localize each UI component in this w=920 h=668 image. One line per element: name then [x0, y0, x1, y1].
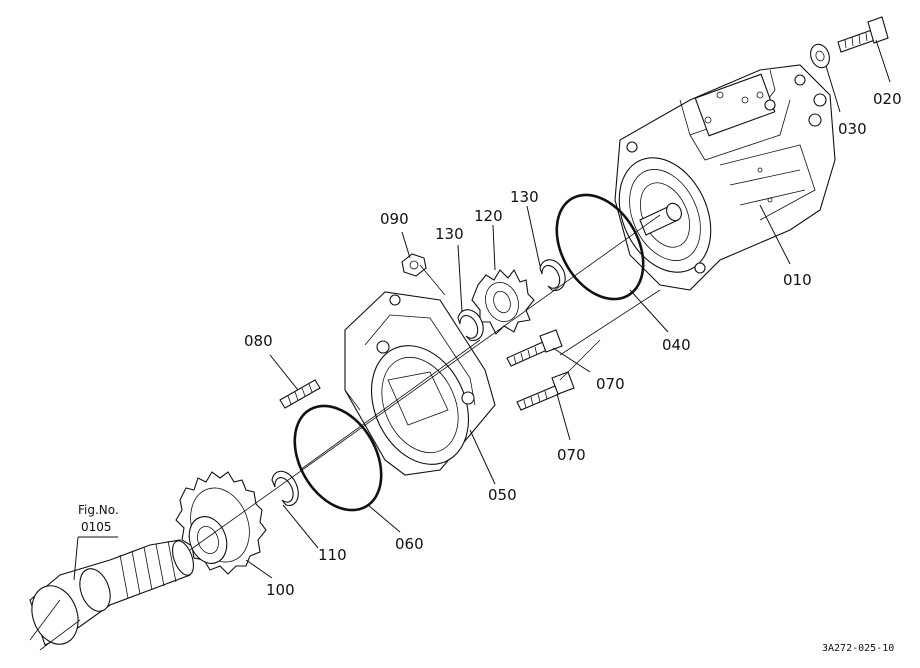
o-ring-part-040: [555, 193, 645, 301]
assembly-axis-lines: [189, 214, 661, 551]
callout-120: 120: [474, 207, 503, 225]
callout-070-upper: 070: [596, 375, 625, 393]
callout-labels: 010 020 030 040 050 060 070 070 080 090 …: [78, 90, 902, 654]
snap-ring-part-130-left: [457, 309, 484, 342]
figure-reference-number: 0105: [81, 520, 112, 534]
washer-part-030: [810, 43, 830, 69]
callout-130-right: 130: [510, 188, 539, 206]
pump-assembly-part-010: [614, 64, 836, 291]
callout-100: 100: [266, 581, 295, 599]
callout-060: 060: [395, 535, 424, 553]
snap-ring-part-130-right: [539, 259, 566, 292]
callout-110: 110: [318, 546, 347, 564]
callout-070-lower: 070: [557, 446, 586, 464]
crankshaft-reference: [29, 539, 195, 651]
callout-050: 050: [488, 486, 517, 504]
callout-090: 090: [380, 210, 409, 228]
callout-020: 020: [873, 90, 902, 108]
o-ring-part-060: [293, 404, 383, 512]
callout-130-left: 130: [435, 225, 464, 243]
spur-gear-part-100: [175, 471, 267, 575]
stud-part-080: [279, 379, 321, 409]
spline-gear-part-120: [471, 268, 535, 335]
nut-part-090: [401, 253, 427, 277]
leader-lines: [73, 39, 891, 581]
snap-ring-part-110: [271, 470, 299, 506]
callout-040: 040: [662, 336, 691, 354]
drawing-code: 3A272-025-10: [822, 643, 894, 654]
callout-030: 030: [838, 120, 867, 138]
bolt-part-070-upper: [506, 329, 563, 367]
callout-080: 080: [244, 332, 273, 350]
bolt-part-020: [837, 16, 889, 53]
figure-reference-label: Fig.No.: [78, 503, 119, 517]
callout-010: 010: [783, 271, 812, 289]
bolt-part-070-lower: [516, 371, 575, 411]
